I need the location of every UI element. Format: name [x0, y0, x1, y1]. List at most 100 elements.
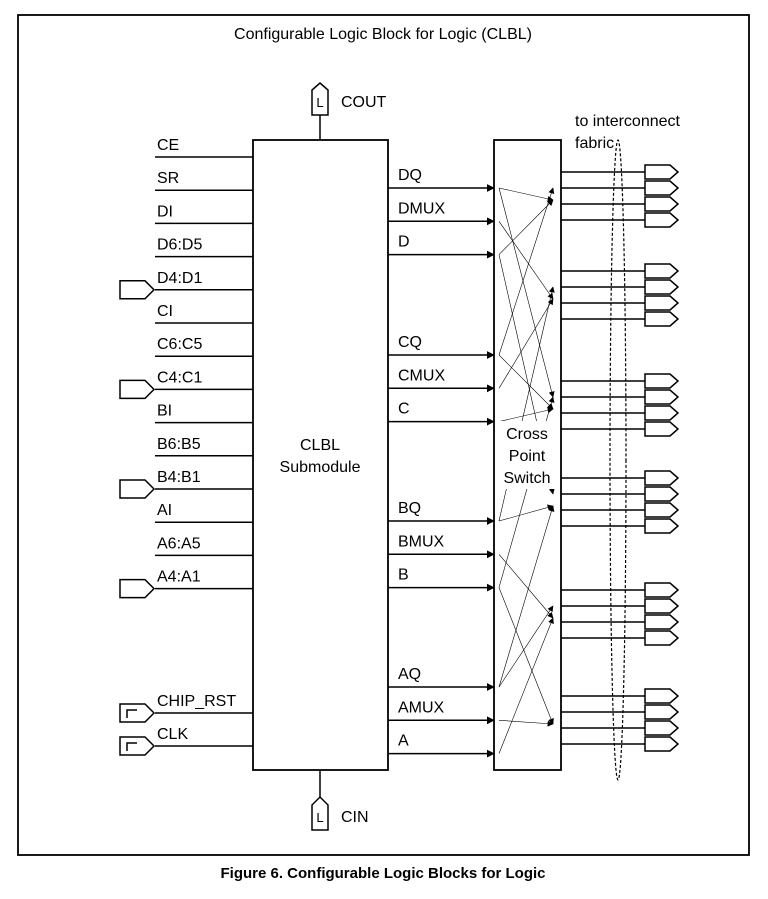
switch-crossing-line — [498, 617, 554, 754]
fabric-port — [644, 614, 680, 630]
input-label-d4-d1: D4:D1 — [157, 270, 202, 287]
output-dq: DQ — [388, 167, 495, 192]
outer-frame — [17, 14, 750, 856]
input-label-b6-b5: B6:B5 — [157, 436, 201, 453]
output-label-cmux: CMUX — [398, 367, 445, 384]
fabric-group — [561, 582, 680, 646]
input-label-ai: AI — [157, 502, 172, 519]
input-ai: AI — [155, 502, 253, 523]
input-b4-b1: B4:B1 — [119, 469, 253, 499]
fabric-port — [644, 486, 680, 502]
fabric-port — [644, 630, 680, 646]
output-dmux: DMUX — [388, 200, 495, 226]
input-c4-c1: C4:C1 — [119, 369, 253, 400]
submodule-label-line2: Submodule — [280, 459, 361, 476]
output-label-cq: CQ — [398, 334, 422, 351]
fabric-port — [644, 582, 680, 598]
output-bmux: BMUX — [388, 533, 495, 559]
output-label-bmux: BMUX — [398, 533, 445, 550]
output-label-b: B — [398, 567, 409, 584]
input-label-c6-c5: C6:C5 — [157, 336, 202, 353]
switch-crossing-line — [498, 407, 554, 422]
frame-title: Configurable Logic Block for Logic (CLBL… — [234, 26, 532, 43]
fabric-port — [644, 212, 680, 228]
fabric-port — [644, 196, 680, 212]
input-a6-a5: A6:A5 — [155, 535, 253, 557]
interconnect-label-line1: to interconnect — [575, 113, 681, 130]
cin-glyph: L — [316, 810, 323, 825]
fabric-port — [644, 736, 680, 752]
input-chip-rst: CHIP_RST — [119, 693, 253, 723]
switch-crossing-line — [498, 298, 554, 389]
output-label-amux: AMUX — [398, 699, 445, 716]
fabric-group — [561, 688, 680, 752]
output-bq: BQ — [388, 500, 495, 525]
fabric-port — [644, 180, 680, 196]
fabric-port — [644, 295, 680, 311]
output-b: B — [388, 567, 495, 592]
input-port-chip-rst — [119, 703, 156, 723]
switch-crossing-line — [498, 221, 554, 300]
fabric-port — [644, 279, 680, 295]
fabric-port — [644, 421, 680, 437]
input-sr: SR — [155, 170, 253, 191]
input-label-chip-rst: CHIP_RST — [157, 693, 236, 710]
input-port-a4-a1 — [119, 578, 156, 599]
fabric-group — [561, 373, 680, 437]
input-label-a4-a1: A4:A1 — [157, 569, 201, 586]
switch-label: Cross Point Switch — [499, 421, 557, 489]
input-label-ce: CE — [157, 137, 179, 154]
cout-connector: L COUT — [311, 82, 387, 140]
output-label-aq: AQ — [398, 666, 421, 683]
fabric-port — [644, 389, 680, 405]
cin-label: CIN — [341, 809, 369, 826]
input-signals: CESRDID6:D5D4:D1CIC6:C5C4:C1BIB6:B5B4:B1… — [119, 137, 253, 756]
input-label-c4-c1: C4:C1 — [157, 369, 202, 386]
input-d4-d1: D4:D1 — [119, 270, 253, 300]
fabric-port — [644, 688, 680, 704]
output-cmux: CMUX — [388, 367, 495, 393]
switch-crossing-line — [498, 720, 554, 727]
input-b6-b5: B6:B5 — [155, 436, 253, 457]
switch-crossing-line — [498, 187, 554, 202]
switch-crossing-line — [498, 554, 554, 619]
input-label-di: DI — [157, 203, 173, 220]
output-label-d: D — [398, 234, 410, 251]
output-d: D — [388, 234, 495, 259]
switch-crossing-line — [498, 187, 555, 398]
fabric-port — [644, 502, 680, 518]
output-label-dq: DQ — [398, 167, 422, 184]
fabric-port — [644, 598, 680, 614]
input-port-b4-b1 — [119, 479, 156, 499]
figure-caption: Figure 6. Configurable Logic Blocks for … — [220, 865, 545, 882]
output-label-c: C — [398, 401, 410, 418]
input-label-clk: CLK — [157, 726, 188, 743]
cin-connector: L CIN — [311, 770, 369, 831]
output-amux: AMUX — [388, 699, 495, 725]
input-label-a6-a5: A6:A5 — [157, 535, 201, 552]
fabric-port — [644, 263, 680, 279]
switch-crossing-line — [498, 504, 554, 522]
output-label-bq: BQ — [398, 500, 421, 517]
switch-label-line2: Point — [509, 448, 546, 465]
input-a4-a1: A4:A1 — [119, 569, 253, 599]
fabric-group — [561, 470, 680, 534]
interconnect-label-line2: fabric — [575, 135, 614, 152]
input-port-c4-c1 — [119, 379, 156, 400]
switch-label-line3: Switch — [503, 470, 550, 487]
fabric-port — [644, 470, 680, 486]
input-ce: CE — [155, 137, 253, 158]
output-label-a: A — [398, 733, 409, 750]
input-ci: CI — [155, 303, 253, 324]
output-cq: CQ — [388, 334, 495, 359]
interconnect-fabric — [561, 164, 680, 752]
fabric-port — [644, 704, 680, 720]
input-c6-c5: C6:C5 — [155, 336, 253, 357]
input-clk: CLK — [119, 726, 253, 756]
fabric-port — [644, 311, 680, 327]
switch-crossing-line — [498, 605, 554, 688]
input-label-bi: BI — [157, 403, 172, 420]
output-signals: DQ DMUX D CQ CMUX C BQ BMUX B AQ AMUX A — [388, 167, 495, 758]
output-aq: AQ — [388, 666, 495, 691]
input-bi: BI — [155, 403, 253, 424]
